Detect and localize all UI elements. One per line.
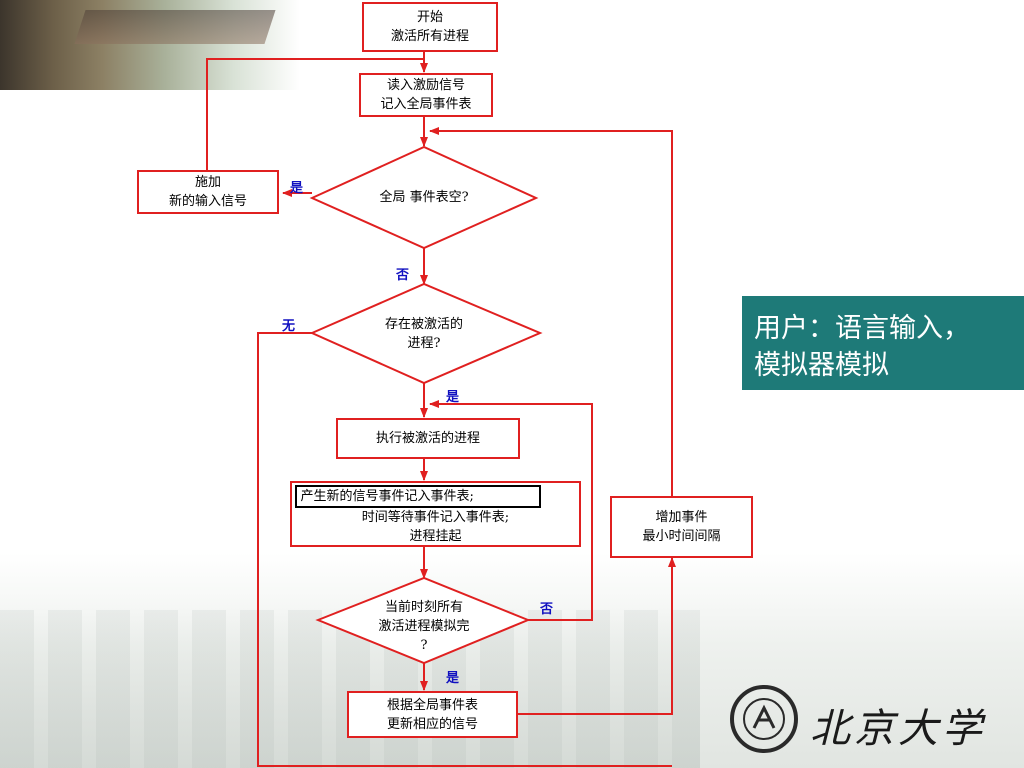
edge-check-no-loop <box>429 400 593 621</box>
label-no-done: 否 <box>540 602 554 617</box>
label-none-active: 无 <box>282 319 296 334</box>
edge-none-path <box>257 332 672 767</box>
node-apply-input: 施加 新的输入信号 <box>137 170 279 214</box>
university-seal-icon <box>730 685 798 753</box>
footer-photo <box>0 610 700 768</box>
node-all-done: 当前时刻所有 激活进程模拟完 ? <box>378 600 470 653</box>
decision-has-active <box>309 282 543 385</box>
node-has-active: 存在被激活的 进程? <box>384 317 463 351</box>
university-name: 北京大学 <box>810 706 986 752</box>
edge-update-to-add <box>517 557 676 715</box>
node-add-time: 增加事件 最小时间间隔 <box>610 496 753 558</box>
node-read-signal: 读入激励信号 记入全局事件表 <box>359 73 493 117</box>
node-generate-text: 时间等待事件记入事件表; 进程挂起 <box>361 510 510 544</box>
label-yes-done: 是 <box>446 671 460 686</box>
decision-event-table-empty <box>309 145 539 250</box>
node-start: 开始 激活所有进程 <box>362 2 498 52</box>
node-generate-highlight: 产生新的信号事件记入事件表; <box>294 485 541 508</box>
label-no-empty: 否 <box>396 268 410 283</box>
node-execute: 执行被激活的进程 <box>336 418 520 459</box>
node-event-table-empty: 全局 事件表空? <box>379 190 469 205</box>
node-update: 根据全局事件表 更新相应的信号 <box>347 691 518 738</box>
callout-note: 用户：语言输入， 模拟器模拟 <box>742 296 1024 390</box>
label-yes-empty: 是 <box>290 181 304 196</box>
edge-apply-loop <box>206 58 424 170</box>
node-generate: 产生新的信号事件记入事件表; 时间等待事件记入事件表; 进程挂起 <box>290 481 581 547</box>
decision-all-done <box>315 576 531 665</box>
edge-add-to-read <box>429 127 673 496</box>
label-yes-active: 是 <box>446 390 460 405</box>
